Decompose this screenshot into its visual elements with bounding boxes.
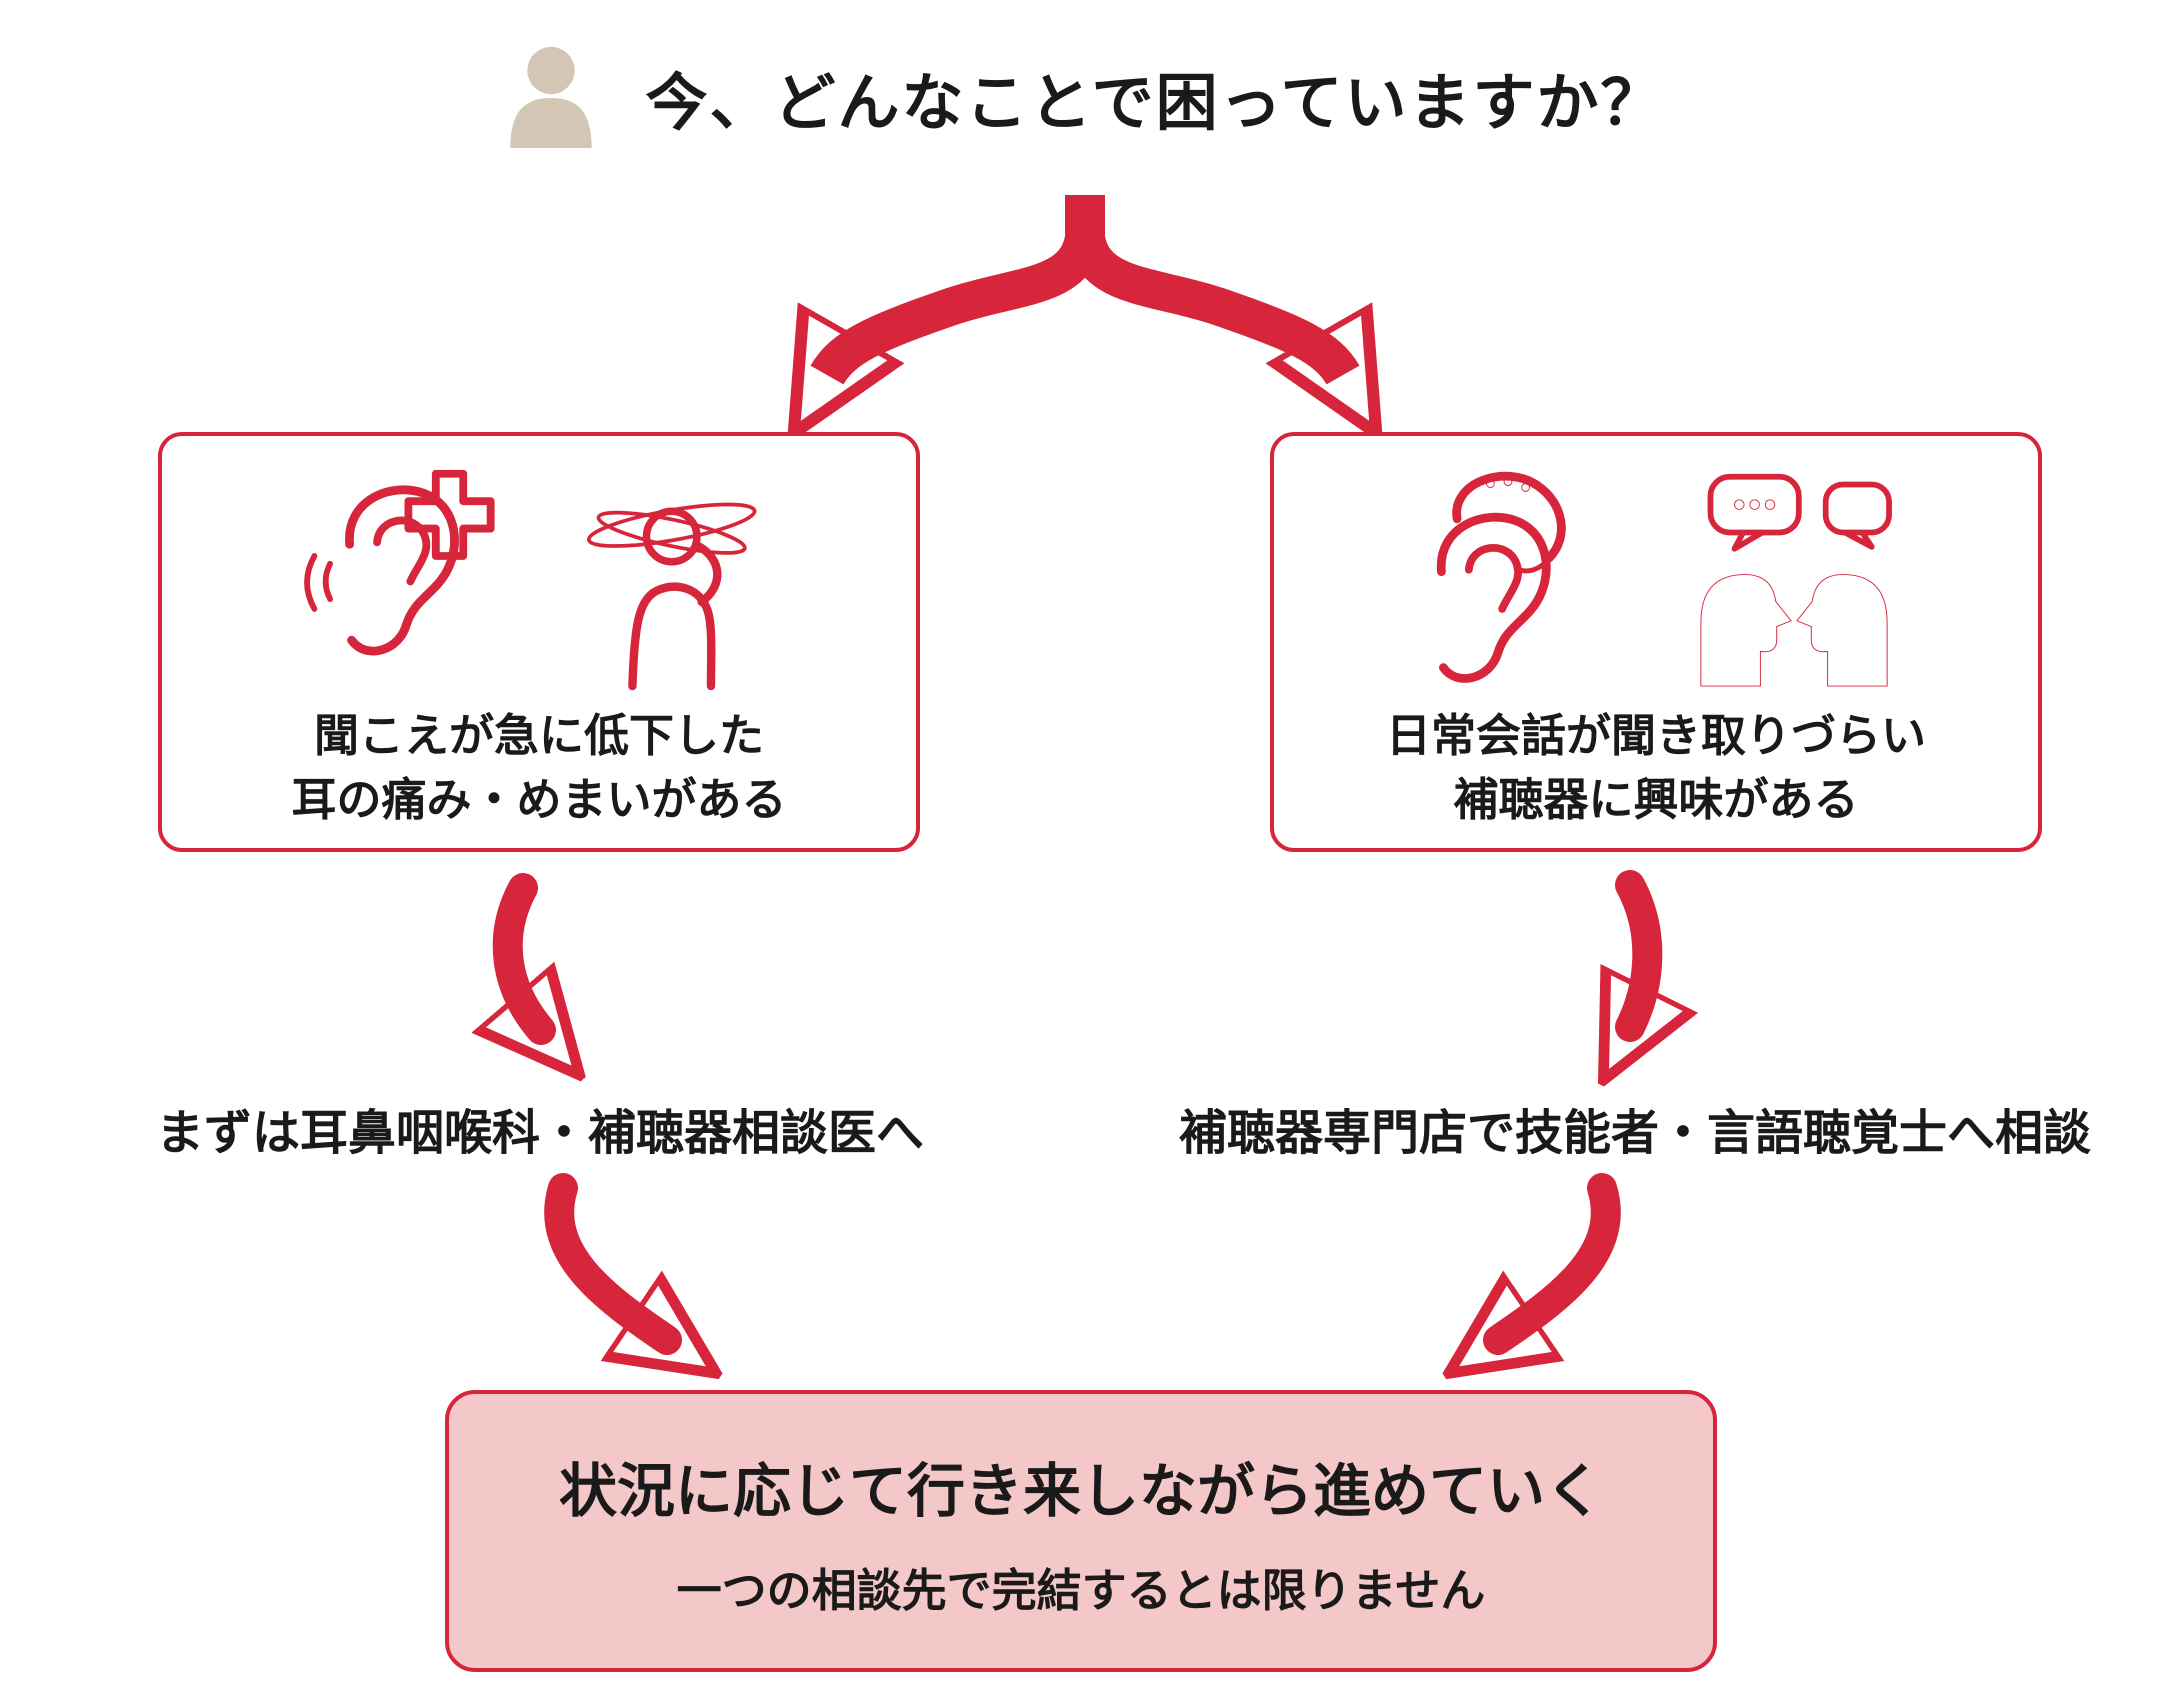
symptom-box-left-text: 聞こえが急に低下した 耳の痛み・めまいがある [291,704,786,832]
down-arrow-right [1580,870,1720,1065]
summary-title: 状況に応じて行き来しながら進めていく [558,1458,1603,1524]
flow-title: 今、どんなことで困っていますか？ [645,69,1665,138]
down-arrow-left [475,873,615,1068]
branch-arrow [735,195,1435,420]
hearing-aid-ear-icon [1436,471,1566,683]
header: 今、どんなことで困っていますか？ [0,38,2164,156]
converge-arrow-right [1440,1173,1621,1373]
symptom-box-right: 日常会話が聞き取りづらい 補聴器に興味がある [1270,432,2042,852]
person-icon [510,46,593,149]
action-text-right: 補聴器専門店で技能者・言語聴覚士へ相談 [1178,1107,2091,1160]
dizzy-person-icon [586,502,757,690]
symptom-right-line1: 日常会話が聞き取りづらい [1385,710,1926,761]
symptom-left-line1: 聞こえが急に低下した [313,710,764,761]
symptom-box-left-icons [296,460,782,698]
conversation-icon [1700,473,1892,687]
converge-arrow-left [544,1173,725,1373]
summary-box: 状況に応じて行き来しながら進めていく 一つの相談先で完結するとは限りません [445,1390,1717,1672]
summary-subtitle: 一つの相談先で完結するとは限りません [676,1564,1486,1616]
symptom-right-line2: 補聴器に興味がある [1453,773,1859,825]
symptom-box-right-text: 日常会話が聞き取りづらい 補聴器に興味がある [1386,704,1926,832]
symptom-left-line2: 耳の痛み・めまいがある [291,773,787,825]
symptom-box-right-icons [1398,460,1914,698]
symptom-box-left: 聞こえが急に低下した 耳の痛み・めまいがある [158,432,920,852]
action-text-left: まずは耳鼻咽喉科・補聴器相談医へ [155,1107,924,1160]
ear-medical-icon [304,469,495,655]
